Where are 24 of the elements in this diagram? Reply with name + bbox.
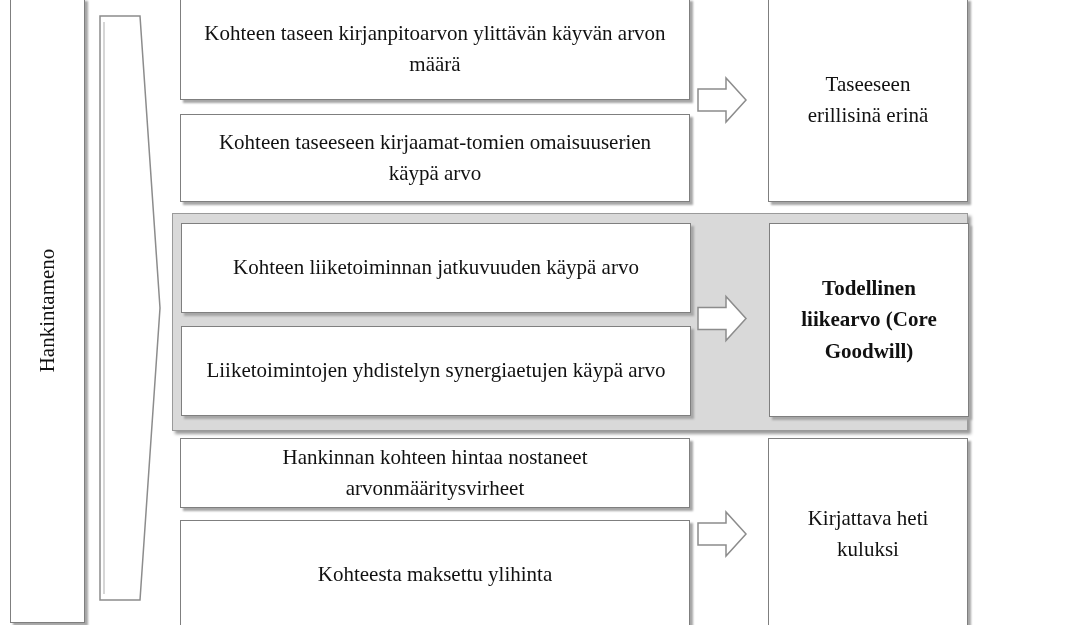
text-box <box>180 114 690 202</box>
box-label: Kirjattava heti kuluksi <box>806 504 930 563</box>
highlight-band <box>172 213 968 431</box>
text-box <box>768 438 968 625</box>
text-box <box>180 438 690 508</box>
block-arrow <box>697 294 747 343</box>
box-label: Liiketoimintojen yhdistelyn synergiaetujen käypä arvo <box>206 357 666 385</box>
box-label: Kohteesta maksettu ylihinta <box>317 561 553 589</box>
text-box <box>769 223 969 417</box>
text-box <box>181 223 691 313</box>
box-label: Hankinnan kohteen hintaa nostaneet arvonmääritysvirheet <box>281 443 589 502</box>
text-box <box>10 0 85 623</box>
box-label: Hankintameno <box>35 248 60 373</box>
box-label: Kohteen taseen kirjanpitoarvon ylittävän käyvän arvon määrä <box>203 19 667 78</box>
text-box <box>180 520 690 625</box>
text-box <box>768 0 968 202</box>
text-box <box>181 326 691 416</box>
box-label: Todellinen liikearvo (Core Goodwill) <box>800 274 938 365</box>
box-label: Taseeseen erillisinä erinä <box>806 70 930 129</box>
box-label: Kohteen liiketoiminnan jatkuvuuden käypä arvo <box>233 254 639 282</box>
text-box <box>180 0 690 100</box>
block-arrow <box>697 76 747 124</box>
box-label: Kohteen taseeseen kirjaamat-tomien omaisuuserien käypä arvo <box>217 128 653 187</box>
block-arrow <box>697 510 747 558</box>
